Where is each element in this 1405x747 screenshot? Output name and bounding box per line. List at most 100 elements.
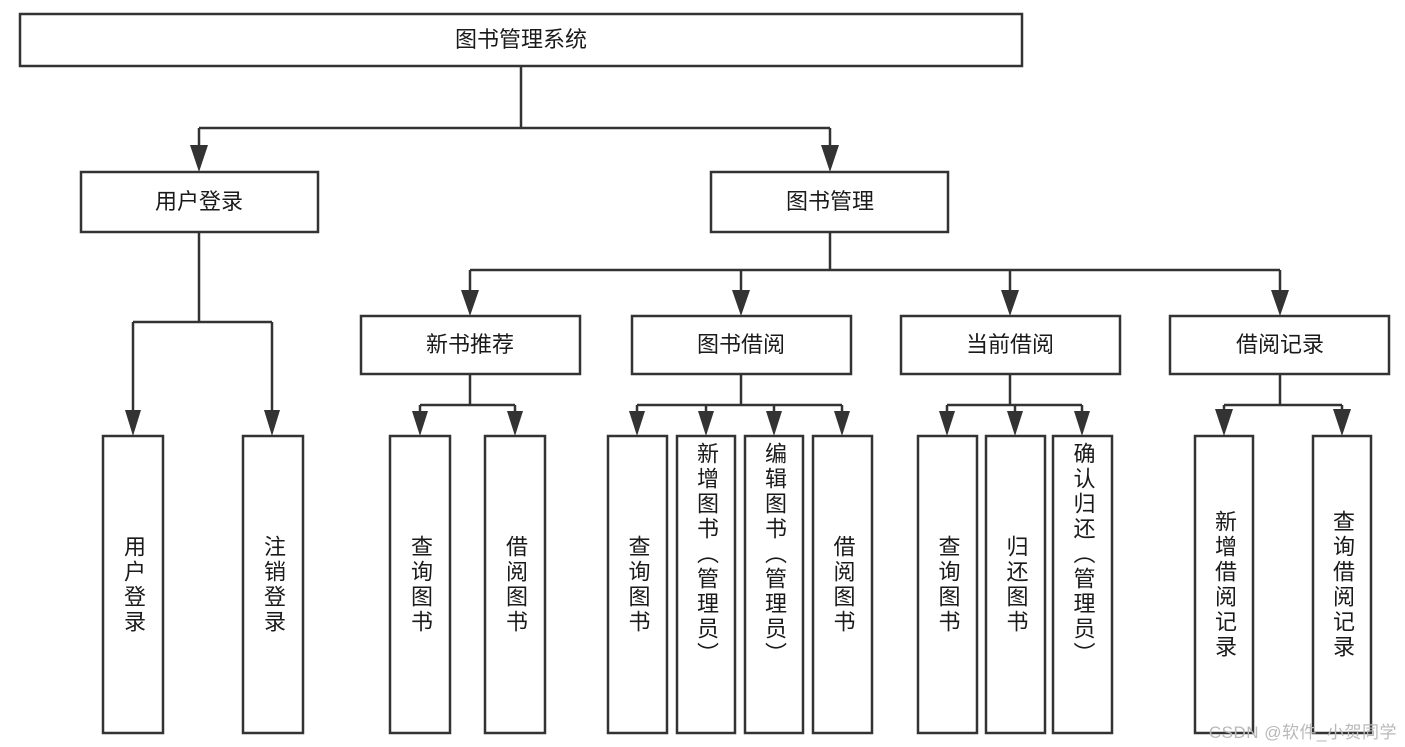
node-new-book-recommend[interactable]: 新书推荐 [359,314,582,376]
arrow-bb-to-edit-book [766,411,782,436]
book-borrow-label: 图书借阅 [697,332,785,357]
leaf-query-books-recommend-box[interactable] [388,434,452,735]
leaf-query-borrow-record-label: 查询借阅记录 [1330,509,1355,660]
node-leaf-query-books-borrow[interactable]: 查询图书 [606,434,669,735]
arrow-root-to-user-login [190,145,208,172]
node-leaf-user-login[interactable]: 用户登录 [101,434,165,735]
leaf-query-books-borrow-label: 查询图书 [625,534,651,635]
leaf-add-book-admin-text-area: 新增图书（管理员） [694,442,719,667]
arrow-nbr-to-borrow-books [507,411,523,436]
leaf-return-books-box[interactable] [984,434,1047,735]
leaf-confirm-return-admin-text-area: 确认归还（管理员） [1070,442,1096,667]
node-user-login[interactable]: 用户登录 [79,170,320,234]
arrow-br-to-query-record [1333,409,1351,436]
arrow-bm-to-current-borrow [1001,290,1019,316]
borrow-records-box[interactable] [1168,314,1391,376]
leaf-query-books-borrow-text-area: 查询图书 [625,534,651,635]
borrow-records-label: 借阅记录 [1236,332,1324,357]
leaf-edit-book-admin-box[interactable] [743,434,805,735]
new-book-recommend-box[interactable] [359,314,582,376]
leaf-query-books-current-text-area: 查询图书 [935,534,961,635]
leaf-user-login-text-area: 用户登录 [121,534,146,635]
new-book-recommend-label: 新书推荐 [426,332,514,357]
leaf-logout-box[interactable] [241,434,305,735]
node-current-borrow[interactable]: 当前借阅 [899,314,1122,376]
node-leaf-query-books-recommend[interactable]: 查询图书 [388,434,452,735]
book-borrow-box[interactable] [630,314,853,376]
node-leaf-logout[interactable]: 注销登录 [241,434,305,735]
leaf-add-book-admin-box[interactable] [675,434,737,735]
node-root[interactable]: 图书管理系统 [18,12,1024,68]
leaf-borrow-books-recommend-label: 借阅图书 [503,534,528,635]
arrow-cb-to-query-books [939,411,955,436]
arrow-bb-to-query-books [629,411,645,436]
connector-new-book-recommend-trunk [418,374,517,414]
leaf-borrow-books-recommend-box[interactable] [483,434,547,735]
leaf-add-book-admin-label: 新增图书（管理员） [694,442,719,667]
leaf-confirm-return-admin-box[interactable] [1051,434,1114,735]
node-leaf-borrow-books[interactable]: 借阅图书 [811,434,874,735]
leaf-borrow-books-label: 借阅图书 [830,534,856,635]
leaf-query-borrow-record-text-area: 查询借阅记录 [1330,509,1355,660]
arrow-br-to-add-record [1215,409,1233,436]
user-login-label: 用户登录 [155,189,243,214]
leaf-user-login-box[interactable] [101,434,165,735]
leaf-edit-book-admin-text-area: 编辑图书（管理员） [762,442,787,667]
user-login-box[interactable] [79,170,320,234]
node-leaf-query-books-current[interactable]: 查询图书 [916,434,979,735]
connector-root-trunk [197,66,832,150]
leaf-edit-book-admin-label: 编辑图书（管理员） [762,442,787,667]
node-book-borrow[interactable]: 图书借阅 [630,314,853,376]
arrow-nbr-to-query-books [412,411,428,436]
connector-borrow-records-trunk [1222,374,1344,414]
leaf-user-login-label: 用户登录 [121,534,146,635]
arrow-bm-to-book-borrow [732,290,750,316]
leaf-borrow-books-recommend-text-area: 借阅图书 [503,534,528,635]
arrow-bb-to-add-book [698,411,714,436]
arrow-cb-to-confirm-return [1074,411,1090,436]
node-book-management[interactable]: 图书管理 [709,170,950,234]
node-leaf-borrow-books-recommend[interactable]: 借阅图书 [483,434,547,735]
node-leaf-add-borrow-record[interactable]: 新增借阅记录 [1193,434,1255,735]
node-leaf-add-book-admin[interactable]: 新增图书（管理员） [675,434,737,735]
connector-current-borrow-trunk [945,374,1084,414]
root-box[interactable] [18,12,1024,68]
leaf-query-books-recommend-text-area: 查询图书 [408,534,433,635]
leaf-return-books-text-area: 归还图书 [1003,534,1029,635]
arrow-bm-to-new-book-recommend [461,290,479,316]
leaf-query-books-current-label: 查询图书 [935,534,961,635]
current-borrow-box[interactable] [899,314,1122,376]
connector-book-borrow-trunk [635,374,844,414]
node-leaf-confirm-return-admin[interactable]: 确认归还（管理员） [1051,434,1114,735]
node-leaf-edit-book-admin[interactable]: 编辑图书（管理员） [743,434,805,735]
arrow-cb-to-return-books [1007,411,1023,436]
arrow-user-login-to-leaf-logout [264,410,280,436]
node-borrow-records[interactable]: 借阅记录 [1168,314,1391,376]
leaf-logout-text-area: 注销登录 [261,534,286,635]
book-management-box[interactable] [709,170,950,234]
arrow-bm-to-borrow-records [1271,290,1289,316]
leaf-query-borrow-record-box[interactable] [1311,434,1373,735]
arrow-user-login-to-leaf-user-login [125,410,141,436]
node-leaf-return-books[interactable]: 归还图书 [984,434,1047,735]
arrow-root-to-book-management [821,145,839,172]
book-management-label: 图书管理 [786,189,874,214]
leaf-add-borrow-record-text-area: 新增借阅记录 [1212,509,1237,660]
leaf-borrow-books-text-area: 借阅图书 [830,534,856,635]
leaf-query-books-current-box[interactable] [916,434,979,735]
leaf-query-books-borrow-box[interactable] [606,434,669,735]
leaf-query-books-recommend-label: 查询图书 [408,534,433,635]
connector-layer [125,66,1351,436]
leaf-borrow-books-box[interactable] [811,434,874,735]
current-borrow-label: 当前借阅 [966,332,1054,357]
leaf-add-borrow-record-label: 新增借阅记录 [1212,509,1237,660]
leaf-logout-label: 注销登录 [261,534,286,635]
leaf-confirm-return-admin-label: 确认归还（管理员） [1070,442,1096,667]
root-label: 图书管理系统 [455,27,587,52]
arrow-bb-to-borrow-books [834,411,850,436]
connector-book-management-trunk [468,232,1282,294]
node-leaf-query-borrow-record[interactable]: 查询借阅记录 [1311,434,1373,735]
leaf-return-books-label: 归还图书 [1003,534,1029,635]
leaf-add-borrow-record-box[interactable] [1193,434,1255,735]
